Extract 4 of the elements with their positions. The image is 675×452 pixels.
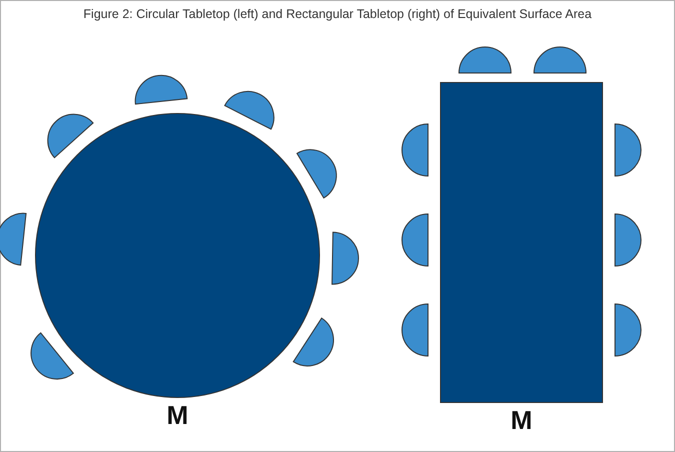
rectangular-table xyxy=(440,82,603,403)
figure-title: Figure 2: Circular Tabletop (left) and Rectangular Tabletop (right) of Equivalent Surface Area xyxy=(82,7,593,21)
table-label: M xyxy=(166,400,190,431)
table-label: M xyxy=(510,405,534,436)
